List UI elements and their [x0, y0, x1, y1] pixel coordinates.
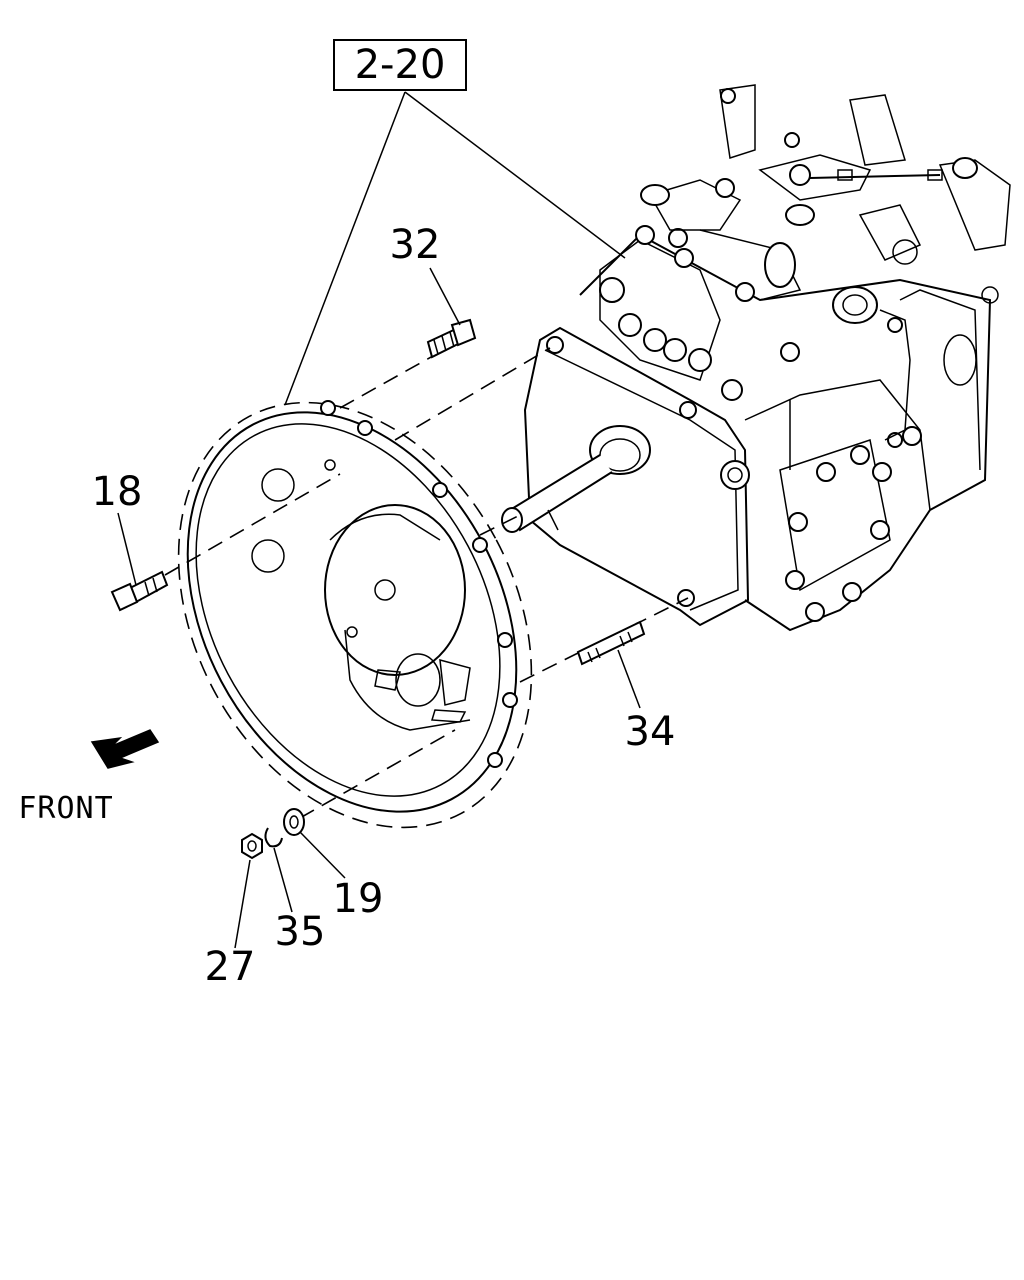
bolt-32[interactable]: [426, 318, 477, 359]
front-label: FRONT: [18, 791, 113, 826]
callout-18: 18: [92, 469, 143, 515]
install-line: [519, 597, 689, 683]
install-line: [164, 473, 341, 576]
callout-35: 35: [275, 909, 326, 955]
spring-washer-35[interactable]: [264, 827, 283, 848]
leader-line: [617, 649, 641, 709]
leader-line: [299, 831, 346, 879]
install-line: [479, 514, 521, 536]
install-line: [339, 351, 441, 409]
clutch-housing: [177, 400, 533, 829]
leader-line: [429, 267, 461, 326]
stud-34[interactable]: [576, 620, 646, 666]
leader-line: [117, 512, 137, 586]
reference-box-label: 2-20: [355, 42, 446, 88]
leader-line: [284, 91, 406, 406]
callout-19: 19: [333, 876, 384, 922]
washer-19[interactable]: [283, 808, 305, 836]
transmission-body: [501, 84, 1011, 632]
leader-line: [234, 859, 251, 949]
bolt-18[interactable]: [110, 570, 169, 612]
callout-27: 27: [205, 944, 256, 990]
callout-32: 32: [390, 222, 441, 268]
reference-box[interactable]: 2-20: [333, 39, 467, 91]
leader-line: [404, 91, 626, 259]
install-line: [394, 347, 551, 441]
front-arrow-icon: [90, 729, 160, 769]
install-line: [299, 729, 456, 819]
leader-line: [273, 847, 293, 913]
nut-27[interactable]: [241, 832, 263, 860]
callout-34: 34: [625, 709, 676, 755]
